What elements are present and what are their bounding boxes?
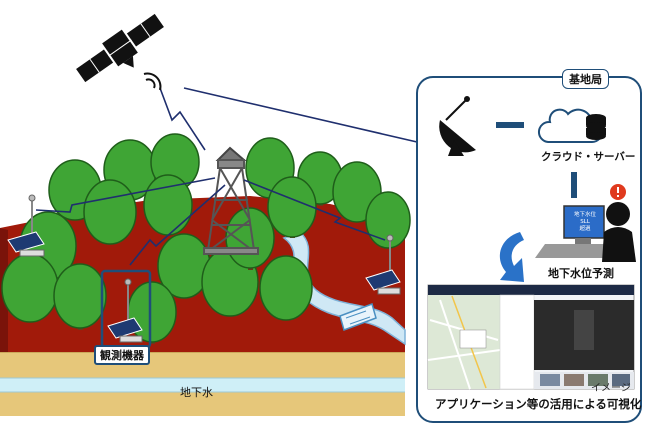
- tree: [53, 263, 107, 330]
- sensor-station-left: [7, 194, 45, 257]
- server-link: [571, 172, 577, 198]
- tree: [267, 176, 317, 238]
- database-icon: [586, 114, 606, 140]
- link-dash: [496, 122, 524, 128]
- ground-layer-top: [0, 352, 405, 378]
- groundwater-label: 地下水: [180, 386, 213, 399]
- person-icon: [602, 202, 636, 262]
- groundwater-layer: [0, 378, 405, 392]
- signal-icon: [143, 72, 162, 91]
- app-screenshot: [427, 284, 635, 390]
- observation-equipment-label: 観測機器: [94, 345, 150, 365]
- weir: [339, 303, 377, 331]
- communication-links: [35, 87, 431, 266]
- tree: [1, 253, 59, 323]
- tree: [83, 179, 137, 245]
- sensor-station-right: [365, 234, 401, 295]
- antenna-icon: [439, 96, 476, 156]
- monitor-screen-line: 超過: [579, 226, 591, 232]
- tree: [259, 255, 313, 321]
- alert-icon: [610, 184, 626, 200]
- monitor-screen-line: 地下水位: [573, 212, 596, 218]
- base-station-title: 基地局: [562, 69, 609, 89]
- forest: [1, 133, 411, 344]
- flow-arrow: [499, 232, 524, 282]
- groundwater-forecast-label: 地下水位予測: [548, 267, 614, 280]
- monitor-screen-line: SLL: [580, 219, 590, 225]
- ground-layer-bottom: [0, 392, 405, 416]
- app-visualization-caption: アプリケーション等の活用による可視化: [435, 397, 642, 411]
- satellite-icon: [76, 13, 164, 83]
- tower-icon: [203, 146, 259, 255]
- sensor-station-highlighted: [107, 278, 143, 343]
- image-note: イメージ: [591, 383, 631, 394]
- cloud-server-label: クラウド・サーバー: [541, 151, 636, 163]
- monitor-screen-text: 地下水位 SLL 超過: [570, 212, 600, 233]
